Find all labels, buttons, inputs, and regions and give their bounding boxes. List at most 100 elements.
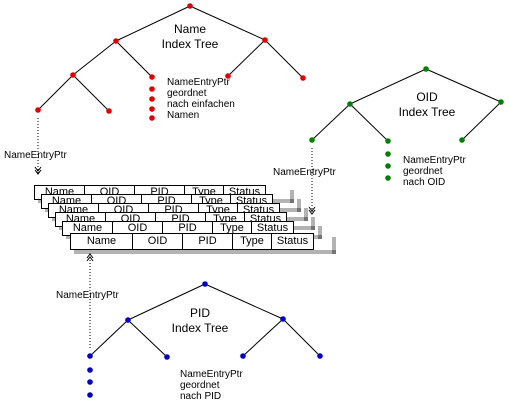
oid-tree-node — [498, 99, 504, 105]
record-field-status: Status — [251, 222, 293, 235]
name-entry-record: Name OID PID Type Status — [62, 221, 294, 236]
pid-tree-node — [280, 316, 286, 322]
record-field-pid: PID — [162, 222, 212, 235]
oid-tree-edge — [461, 101, 502, 141]
oid-tree-node — [385, 151, 391, 157]
pid-tree-edge — [204, 283, 284, 320]
record-field-oid: OID — [112, 222, 162, 235]
record-shadow — [304, 208, 308, 221]
name-tree-edge — [115, 40, 153, 78]
name-tree-node — [149, 106, 155, 112]
name-tree-node — [300, 75, 306, 81]
name-tree-edge — [72, 74, 110, 112]
pointer-arrows — [34, 118, 316, 348]
oid-tree-note-line: nach OID — [403, 177, 446, 188]
name-tree-node — [225, 73, 231, 79]
oid-tree-title-line2: Index Tree — [398, 105, 456, 119]
pid-tree-edge — [282, 318, 321, 357]
oid-tree-edge — [311, 103, 351, 141]
pid-tree-node — [87, 353, 93, 359]
pid-tree-pointer-head — [86, 256, 94, 262]
record-field-name: Name — [86, 235, 117, 247]
pid-tree-title-line2: Index Tree — [171, 321, 229, 335]
name-tree-node — [149, 86, 155, 92]
name-tree-node — [35, 107, 41, 113]
name-tree-node — [70, 72, 76, 78]
name-tree-edge — [264, 39, 304, 79]
name-tree-title: Name Index Tree — [155, 22, 225, 52]
name-tree-node — [106, 108, 112, 114]
pid-tree-note-line: nach PID — [180, 391, 222, 402]
name-tree-pointer-label: NameEntryPtr — [4, 150, 67, 161]
name-tree-note-line: nach einfachen — [167, 99, 235, 110]
pid-tree-node — [87, 392, 93, 398]
oid-tree-note: NameEntryPtr geordnet nach OID — [403, 155, 466, 188]
name-tree-node — [113, 38, 119, 44]
pid-tree-node — [125, 317, 131, 323]
pid-tree-note-line: geordnet — [180, 380, 220, 391]
pid-tree-node — [202, 281, 208, 287]
pid-tree-edge — [242, 318, 284, 357]
oid-tree-node — [423, 66, 429, 72]
oid-tree-edge — [425, 68, 502, 103]
oid-tree-pointer-label: NameEntryPtr — [273, 167, 336, 178]
record-field-name: Name — [72, 222, 103, 234]
name-tree-pointer-head — [34, 169, 42, 175]
name-tree-edge — [227, 39, 266, 77]
name-tree-node — [187, 3, 193, 9]
oid-tree-node — [385, 175, 391, 181]
record-field-type: Type — [232, 234, 271, 249]
name-tree-edge — [37, 74, 74, 111]
oid-tree-pointer-head — [308, 209, 316, 215]
record-shadow — [74, 250, 336, 254]
name-tree-note-line: geordnet — [167, 88, 207, 99]
record-shadow — [318, 226, 322, 239]
name-tree-node — [149, 96, 155, 102]
name-tree-title-line2: Index Tree — [161, 37, 219, 51]
name-entry-record-front: Name OID PID Type Status — [70, 233, 314, 250]
record-field-oid: OID — [132, 234, 182, 249]
pid-tree-note-line: NameEntryPtr — [180, 369, 243, 380]
tree-nodes — [35, 3, 504, 398]
record-field-pid: PID — [182, 234, 232, 249]
tree-edges — [37, 5, 502, 358]
oid-tree-node — [347, 101, 353, 107]
oid-tree-title-line1: OID — [416, 90, 438, 104]
record-field-status: Status — [271, 234, 313, 249]
oid-tree-edge — [349, 103, 389, 142]
oid-tree-node — [385, 163, 391, 169]
oid-tree-node — [309, 137, 315, 143]
pid-tree-node — [164, 354, 170, 360]
pid-tree-title-line1: PID — [189, 306, 210, 320]
name-tree-node — [262, 37, 268, 43]
record-shadow — [332, 237, 336, 254]
name-tree-edge — [189, 5, 266, 41]
record-shadow — [290, 190, 294, 203]
oid-tree-node — [459, 137, 465, 143]
pid-tree-edge — [127, 319, 168, 358]
pid-tree-edge — [89, 319, 129, 357]
pid-tree-note: NameEntryPtr geordnet nach PID — [180, 369, 243, 402]
name-tree-node — [149, 74, 155, 80]
pid-tree-node — [87, 379, 93, 385]
pid-tree-pointer-head — [86, 253, 94, 259]
pid-tree-title: PID Index Tree — [165, 306, 235, 336]
name-tree-note-line: Namen — [167, 110, 200, 121]
name-tree-title-line1: Name — [173, 22, 206, 36]
oid-tree-edge — [349, 68, 427, 105]
name-tree-pointer-head — [34, 166, 42, 172]
pid-tree-node — [87, 367, 93, 373]
pid-tree-edge — [127, 283, 206, 321]
record-shadow — [297, 199, 301, 212]
name-tree-edge — [72, 40, 117, 76]
oid-tree-note-line: geordnet — [403, 166, 443, 177]
pid-tree-node — [240, 353, 246, 359]
oid-tree-title: OID Index Tree — [392, 90, 462, 120]
record-field-type: Type — [212, 222, 251, 235]
pid-tree-node — [317, 353, 323, 359]
pid-tree-pointer-label: NameEntryPtr — [56, 290, 119, 301]
record-shadow — [311, 217, 315, 230]
name-tree-note-line: NameEntryPtr — [167, 77, 230, 88]
